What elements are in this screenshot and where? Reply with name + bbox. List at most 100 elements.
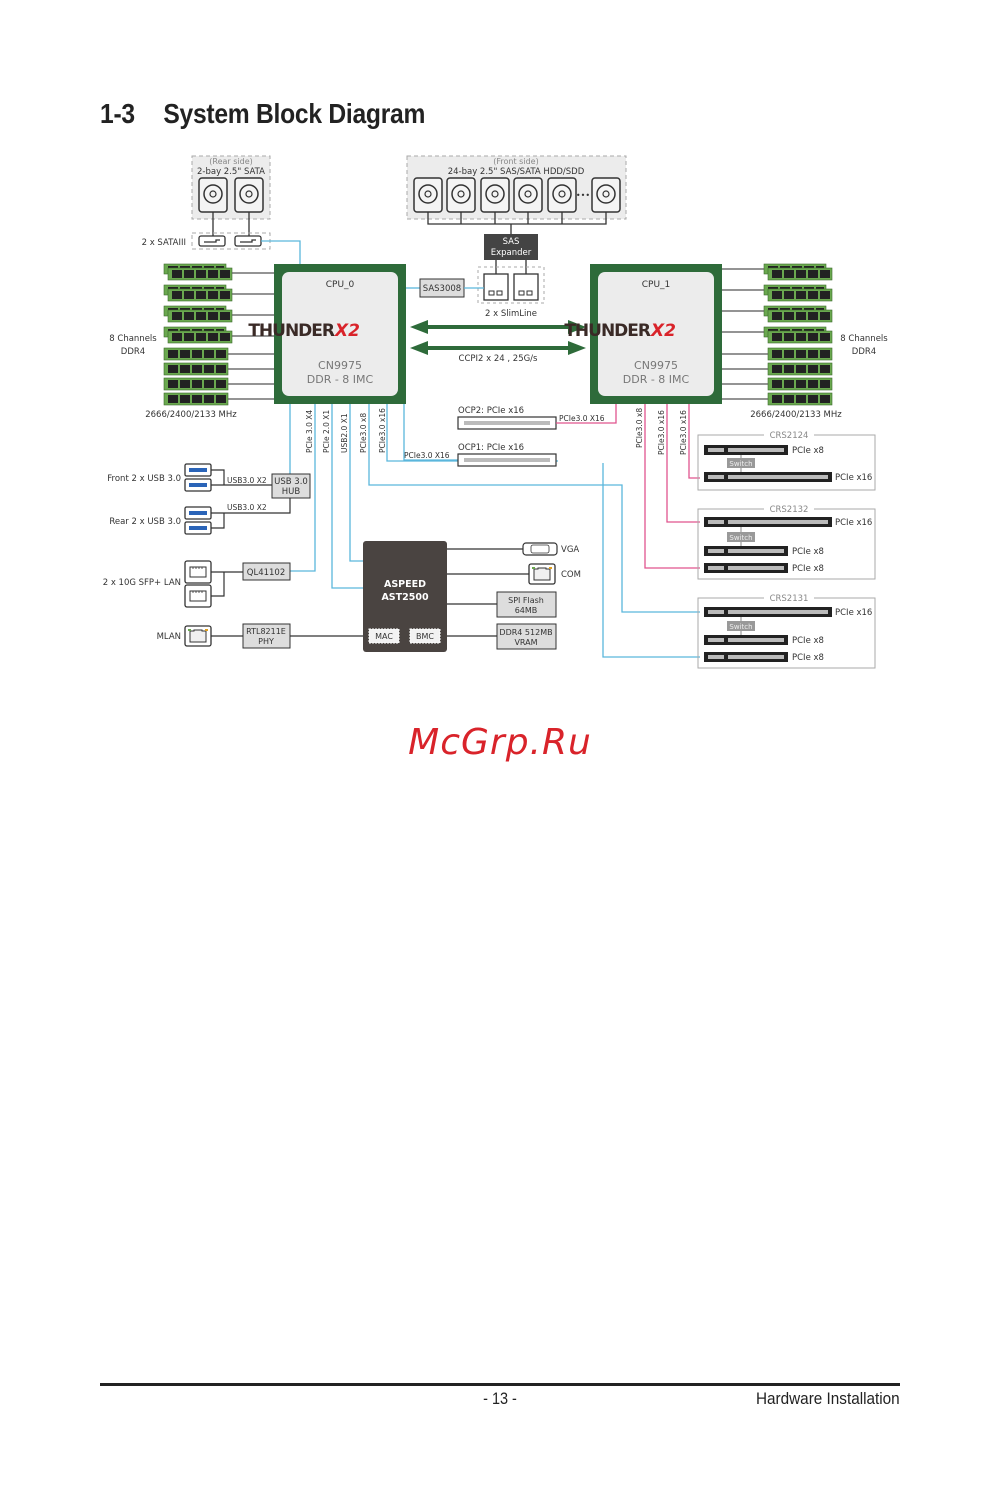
sfp-lan-label: 2 x 10G SFP+ LAN xyxy=(103,578,181,588)
cpu1-memory-speed: 2666/2400/2133 MHz xyxy=(750,410,842,420)
svg-text:OCP2: PCIe x16: OCP2: PCIe x16 xyxy=(458,406,524,416)
slot-label: PCIe x16 xyxy=(835,473,872,483)
vga-connector: VGA xyxy=(522,542,579,556)
svg-text:USB 3.0: USB 3.0 xyxy=(274,477,308,487)
ocp1-slot: OCP1: PCIe x16 xyxy=(457,443,557,467)
dimm-icon xyxy=(763,284,833,302)
ocp2-link-label: PCIe3.0 X16 xyxy=(559,414,605,423)
dimm-icon xyxy=(163,377,229,391)
sas-expander: SAS Expander xyxy=(484,234,538,260)
svg-text:OCP1: PCIe x16: OCP1: PCIe x16 xyxy=(458,443,524,453)
slimline-label: 2 x SlimLine xyxy=(485,309,537,319)
slot-label: PCIe x16 xyxy=(835,518,872,528)
ccpi2-interconnect: CCPI2 x 24 , 25G/s xyxy=(410,320,586,364)
svg-text:RTL8211E: RTL8211E xyxy=(246,627,286,636)
sata-port-icon xyxy=(198,235,226,247)
rear-side-label: (Rear side) xyxy=(209,157,253,166)
footer-divider xyxy=(100,1383,900,1386)
cpu0-dimms xyxy=(163,263,233,406)
svg-text:Expander: Expander xyxy=(491,248,532,258)
rtl8211e-phy: RTL8211E PHY xyxy=(242,623,291,649)
com-port-icon xyxy=(528,563,556,585)
ccpi2-label: CCPI2 x 24 , 25G/s xyxy=(459,354,539,364)
hdd-icon xyxy=(413,177,443,213)
cpu0-links xyxy=(289,404,700,658)
mac-block: MAC xyxy=(375,632,393,641)
svg-text:QL41102: QL41102 xyxy=(247,568,285,578)
page-number: - 13 - xyxy=(483,1389,517,1408)
cpu0-link-label: PCIe3.0 x16 xyxy=(378,408,387,453)
cpu0-brand-accent: X2 xyxy=(334,321,360,341)
cpu1-link-label: PCIe3.0 x16 xyxy=(679,410,688,455)
svg-text:HUB: HUB xyxy=(282,487,301,497)
sas3008-controller: SAS3008 xyxy=(419,278,465,298)
dimm-icon xyxy=(163,305,233,323)
usb-front-link-label: USB3.0 X2 xyxy=(227,476,267,485)
svg-text:SAS: SAS xyxy=(503,237,520,247)
slot-label: PCIe x8 xyxy=(792,564,824,574)
svg-text:PHY: PHY xyxy=(258,637,274,646)
footer-section-title: Hardware Installation xyxy=(756,1389,900,1408)
cpu0-model: CN9975 xyxy=(318,359,362,372)
ddr4-vram: DDR4 512MB VRAM xyxy=(496,623,557,650)
cpu1-link-label: PCIe3.0 x16 xyxy=(657,410,666,455)
svg-text:AST2500: AST2500 xyxy=(381,592,429,603)
ocp2-slot: OCP2: PCIe x16 xyxy=(457,406,557,430)
cpu0-memory-type: DDR4 xyxy=(121,347,145,357)
svg-text:VRAM: VRAM xyxy=(514,638,537,647)
svg-text:DDR4 512MB: DDR4 512MB xyxy=(499,628,552,637)
usb-port-icon xyxy=(184,478,212,492)
cpu1-name: CPU_1 xyxy=(642,280,671,290)
cpu1-chip: CPU_1 THUNDER X2 CN9975 DDR - 8 IMC xyxy=(564,264,722,404)
rear-bay-title: 2-bay 2.5" SATA xyxy=(197,167,265,177)
cpu0-chip: CPU_0 THUNDER X2 CN9975 DDR - 8 IMC xyxy=(248,264,406,404)
watermark: McGrp.Ru xyxy=(408,722,592,763)
usb-port-icon xyxy=(184,463,212,477)
section-title: System Block Diagram xyxy=(163,98,426,129)
cpu0-link-label: PCIe 2.0 X1 xyxy=(322,410,331,453)
usb-hub: USB 3.0 HUB xyxy=(271,473,311,499)
cpu1-memory-channels: 8 Channels xyxy=(840,334,888,344)
cpu1-imc: DDR - 8 IMC xyxy=(623,373,690,386)
aspeed-bmc: ASPEED AST2500 MAC BMC xyxy=(363,541,447,652)
pcie-switch: Switch xyxy=(729,623,752,631)
usb-port-icon xyxy=(184,506,212,520)
front-side-label: (Front side) xyxy=(493,157,538,166)
dimm-icon xyxy=(763,305,833,323)
mlan-label: MLAN xyxy=(157,632,181,642)
slot-label: PCIe x8 xyxy=(792,636,824,646)
svg-text:CRS2132: CRS2132 xyxy=(770,505,809,515)
hdd-icon xyxy=(446,177,476,213)
front-drive-cage: (Front side) 24-bay 2.5" SAS/SATA HDD/SD… xyxy=(406,155,627,220)
sata-port-icon xyxy=(234,235,262,247)
dimm-icon xyxy=(163,263,233,281)
hdd-icon xyxy=(513,177,543,213)
hdd-icon xyxy=(547,177,577,213)
cpu1-brand: THUNDER xyxy=(564,321,651,341)
dimm-icon xyxy=(767,347,833,361)
dimm-icon xyxy=(163,284,233,302)
cpu1-memory-type: DDR4 xyxy=(852,347,876,357)
cpu1-model: CN9975 xyxy=(634,359,678,372)
cpu0-memory-channels: 8 Channels xyxy=(109,334,157,344)
sataiii-label: 2 x SATAIII xyxy=(142,238,186,248)
cpu1-link-label: PCIe3.0 x8 xyxy=(635,408,644,448)
svg-text:SPI Flash: SPI Flash xyxy=(508,596,544,605)
cpu0-imc: DDR - 8 IMC xyxy=(307,373,374,386)
pcie-switch: Switch xyxy=(729,534,752,542)
slot-label: PCIe x16 xyxy=(835,608,872,618)
sfp-port-icon xyxy=(184,560,212,584)
cpu1-dimms xyxy=(763,263,833,406)
svg-text:CRS2124: CRS2124 xyxy=(770,431,809,441)
dimm-icon xyxy=(767,392,833,406)
bmc-block: BMC xyxy=(416,632,434,641)
spi-flash: SPI Flash 64MB xyxy=(496,591,557,618)
dimm-icon xyxy=(163,362,229,376)
slot-label: PCIe x8 xyxy=(792,446,824,456)
dimm-icon xyxy=(763,326,833,344)
dimm-icon xyxy=(163,326,233,344)
cpu1-brand-accent: X2 xyxy=(650,321,676,341)
hdd-icon xyxy=(591,177,621,213)
dimm-icon xyxy=(763,263,833,281)
